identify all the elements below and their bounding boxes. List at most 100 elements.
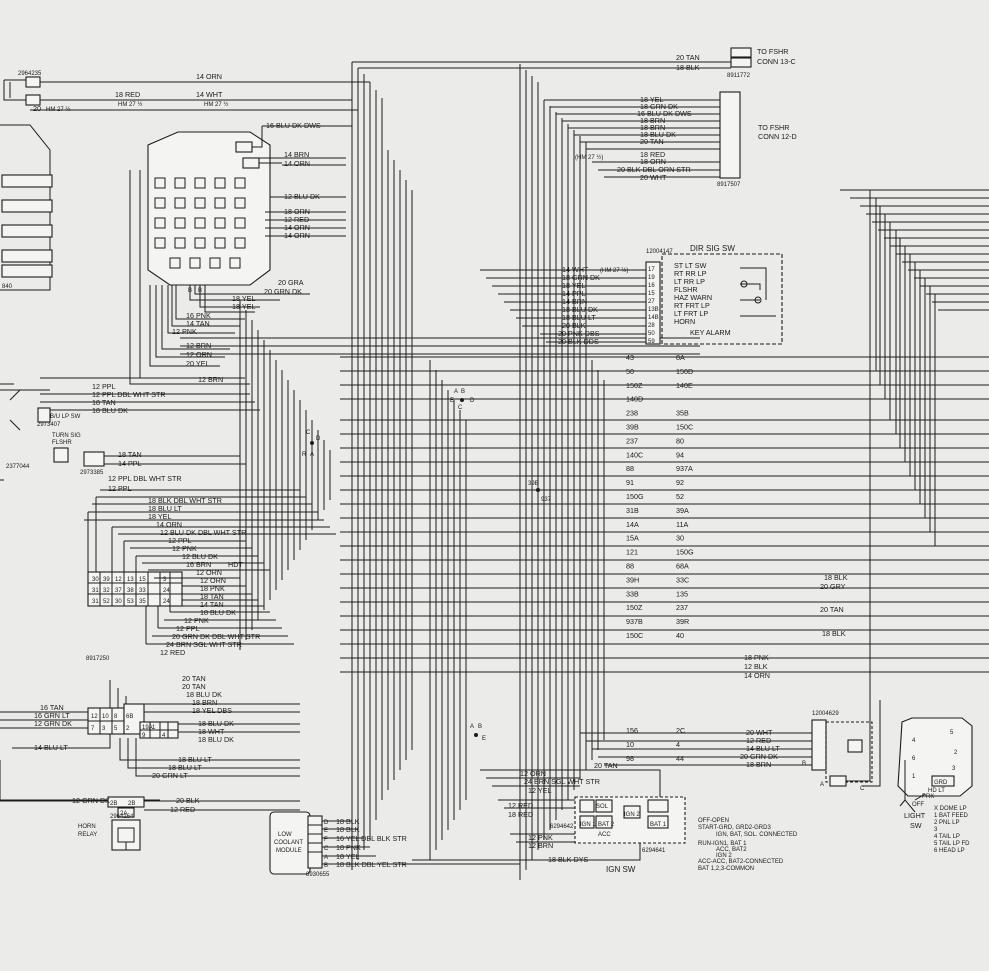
svg-text:12 PPL: 12 PPL	[108, 484, 132, 493]
fshr-13c-connector: 20 TAN 18 BLK TO FSHR CONN 13-C 8911772	[352, 47, 796, 79]
svg-text:12 BLU DK: 12 BLU DK	[284, 192, 320, 201]
light-sw: 12004629 20 WHT 12 RED 14 BLU LT 20 GRN …	[580, 190, 973, 854]
svg-text:20 TAN: 20 TAN	[820, 605, 844, 614]
svg-text:14 ORN: 14 ORN	[284, 159, 310, 168]
svg-text:D: D	[470, 398, 475, 404]
circuit-number-left: 140D	[626, 395, 643, 404]
circuit-number-left: 237	[626, 436, 638, 445]
svg-text:8911772: 8911772	[727, 73, 751, 79]
svg-text:12004147: 12004147	[646, 249, 673, 255]
circuit-number-right: 237	[676, 603, 688, 612]
svg-text:14 BLU LT: 14 BLU LT	[34, 743, 68, 752]
svg-text:5: 5	[114, 726, 118, 732]
svg-text:14 WHT: 14 WHT	[562, 265, 589, 274]
fuse-block: 16 BLU DK DWS 14 BRN 14 ORN 12 BLU DK 18…	[129, 121, 352, 385]
svg-text:FLSHR: FLSHR	[674, 285, 698, 294]
svg-text:A: A	[820, 782, 824, 788]
svg-text:12 BRN: 12 BRN	[186, 341, 211, 350]
svg-text:16 TAN: 16 TAN	[40, 703, 64, 712]
dir-sig-pins: 17 19 16 15 27 13B 14B 28 50 59	[648, 267, 659, 345]
svg-text:10: 10	[102, 714, 109, 720]
svg-text:X DOME LP: X DOME LP	[934, 806, 967, 812]
circuit-number-left: 121	[626, 548, 638, 557]
circuit-number-left: 88	[626, 562, 634, 571]
circuit-number-left: 150Z	[626, 381, 643, 390]
svg-text:32: 32	[103, 588, 110, 594]
svg-text:18 GRN DK: 18 GRN DK	[640, 102, 678, 111]
svg-text:6B: 6B	[126, 714, 133, 720]
svg-text:RELAY: RELAY	[78, 832, 97, 838]
svg-text:15: 15	[139, 577, 146, 583]
svg-text:20 YEL: 20 YEL	[186, 359, 209, 368]
lower-left-connector: 12 10 8 6B 7 3 5 2 19A 1 9 4 20 TAN 20 T…	[0, 674, 300, 801]
svg-text:18 YEL: 18 YEL	[148, 512, 171, 521]
left-middle: 12 PPL 12 PPL DBL WHT STR 18 TAN 18 BLU …	[0, 377, 260, 481]
svg-text:HM 27 ½: HM 27 ½	[204, 101, 228, 108]
svg-text:CONN 12-D: CONN 12-D	[758, 132, 797, 141]
svg-text:12 BLU DK DBL WHT STR: 12 BLU DK DBL WHT STR	[160, 528, 246, 537]
svg-text:8: 8	[114, 714, 118, 720]
svg-text:ACC, BAT2: ACC, BAT2	[716, 847, 747, 853]
circuit-number-right: 39A	[676, 506, 689, 515]
svg-text:C: C	[306, 430, 311, 436]
svg-text:19A: 19A	[142, 725, 153, 731]
svg-text:18 TAN: 18 TAN	[92, 398, 116, 407]
svg-text:53: 53	[127, 599, 134, 605]
svg-text:12 PNK: 12 PNK	[184, 616, 209, 625]
svg-text:12 PPL DBL WHT STR: 12 PPL DBL WHT STR	[108, 474, 182, 483]
svg-text:16: 16	[648, 283, 655, 289]
svg-text:2A: 2A	[120, 811, 127, 817]
circuit-number-left: 150G	[626, 492, 644, 501]
circuit-number-left: 156	[626, 726, 638, 735]
svg-text:14 PPL: 14 PPL	[562, 289, 586, 298]
svg-text:7: 7	[91, 726, 95, 732]
svg-text:13B: 13B	[648, 307, 659, 313]
svg-text:ACC: ACC	[598, 832, 611, 838]
svg-text:D: D	[316, 436, 321, 442]
svg-text:20 TAN: 20 TAN	[640, 137, 664, 146]
svg-text:24: 24	[163, 588, 170, 594]
svg-text:14 BRN: 14 BRN	[562, 297, 587, 306]
top-left-part: 2964235	[18, 71, 42, 77]
circuit-number-right: 39R	[676, 617, 689, 626]
svg-text:8930655: 8930655	[306, 872, 330, 878]
circuit-number-left: 140C	[626, 450, 643, 459]
svg-text:18 TAN: 18 TAN	[118, 450, 142, 459]
svg-text:12 BRN: 12 BRN	[528, 841, 553, 850]
svg-text:KEY ALARM: KEY ALARM	[690, 328, 731, 337]
svg-text:18 PNK: 18 PNK	[336, 843, 361, 852]
wire-18-red: 18 RED	[115, 90, 140, 99]
svg-text:20 BLK DBL ORN STR: 20 BLK DBL ORN STR	[617, 165, 691, 174]
svg-text:840: 840	[2, 284, 13, 290]
svg-text:14 ORN: 14 ORN	[284, 231, 310, 240]
bulkhead-connector: 30 39 12 13 15 3 31 32 37 38 33 24 31 52…	[84, 474, 336, 662]
svg-text:E: E	[324, 828, 328, 834]
svg-text:A: A	[470, 724, 474, 730]
svg-text:ACC-ACC, BAT2-CONNECTED: ACC-ACC, BAT2-CONNECTED	[698, 859, 784, 865]
harness-verticals	[239, 62, 605, 880]
svg-text:1: 1	[152, 725, 156, 731]
svg-text:30: 30	[92, 577, 99, 583]
svg-text:14 PPL: 14 PPL	[118, 459, 142, 468]
svg-text:2: 2	[954, 750, 958, 756]
svg-text:18 BLK: 18 BLK	[824, 573, 848, 582]
svg-text:HORN: HORN	[78, 824, 96, 830]
svg-text:IGN 1: IGN 1	[580, 822, 596, 828]
circuit-number-left: 98	[626, 754, 634, 763]
svg-text:RUN-IGN1, BAT 1: RUN-IGN1, BAT 1	[698, 841, 747, 847]
svg-text:20 GRA: 20 GRA	[278, 278, 304, 287]
svg-text:18 PNK: 18 PNK	[200, 584, 225, 593]
left-edge-block: 840	[0, 124, 53, 291]
svg-text:2973385: 2973385	[80, 470, 104, 476]
circuit-number-right: 35B	[676, 409, 689, 418]
svg-text:C: C	[860, 786, 865, 792]
circuit-number-right: 135	[676, 589, 688, 598]
svg-text:18 BLU DK: 18 BLU DK	[562, 305, 598, 314]
svg-text:12 PNK: 12 PNK	[172, 544, 197, 553]
svg-text:18 YEL: 18 YEL	[232, 302, 255, 311]
circuit-number-right: 92	[676, 478, 684, 487]
svg-text:14 TAN: 14 TAN	[200, 600, 224, 609]
circuit-number-right: 150G	[676, 548, 694, 557]
svg-text:12 ORN: 12 ORN	[196, 568, 222, 577]
circuit-number-right: 80	[676, 436, 684, 445]
